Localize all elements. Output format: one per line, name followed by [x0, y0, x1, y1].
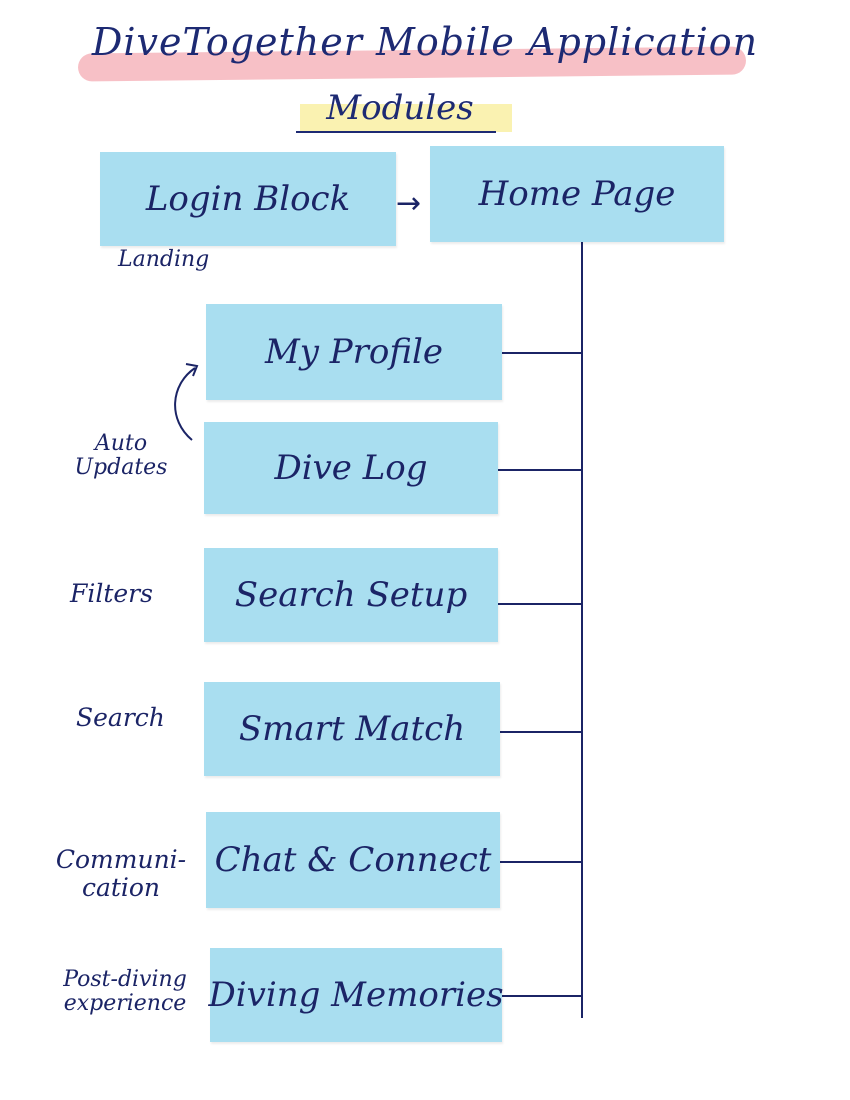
- page-subtitle: Modules: [326, 88, 474, 128]
- filters-label: Filters: [70, 579, 153, 608]
- communication-label: Communi- cation: [55, 845, 187, 902]
- auto-updates-label: Auto Updates: [74, 431, 168, 481]
- smart-match-note: Smart Match: [204, 682, 500, 776]
- login-block-note: Login Block: [100, 152, 396, 246]
- smart-match-label: Smart Match: [238, 709, 466, 749]
- home-page-note: Home Page: [430, 146, 724, 242]
- my-profile-label: My Profile: [264, 332, 444, 372]
- search-setup-label: Search Setup: [234, 575, 468, 615]
- search-label: Search: [76, 703, 165, 732]
- subtitle-highlight: [300, 104, 512, 132]
- chat-connect-label: Chat & Connect: [214, 840, 492, 880]
- chat-connect-note: Chat & Connect: [206, 812, 500, 908]
- home-page-label: Home Page: [478, 174, 676, 214]
- diving-memories-note: Diving Memories: [208, 948, 504, 1042]
- arrow-right-icon: →: [396, 186, 422, 221]
- subtitle-underline: [296, 131, 496, 133]
- my-profile-note: My Profile: [206, 304, 502, 400]
- page-title: DiveTogether Mobile Application: [91, 20, 759, 64]
- dive-log-note: Dive Log: [204, 422, 498, 514]
- dive-log-label: Dive Log: [274, 448, 428, 488]
- landing-label: Landing: [118, 247, 210, 272]
- diving-memories-label: Diving Memories: [208, 975, 504, 1015]
- auto-update-arrowhead-icon: [185, 363, 199, 377]
- login-block-label: Login Block: [145, 179, 351, 219]
- search-setup-note: Search Setup: [204, 548, 498, 642]
- post-diving-label: Post-diving experience: [63, 967, 187, 1017]
- auto-update-arrow: [174, 367, 196, 441]
